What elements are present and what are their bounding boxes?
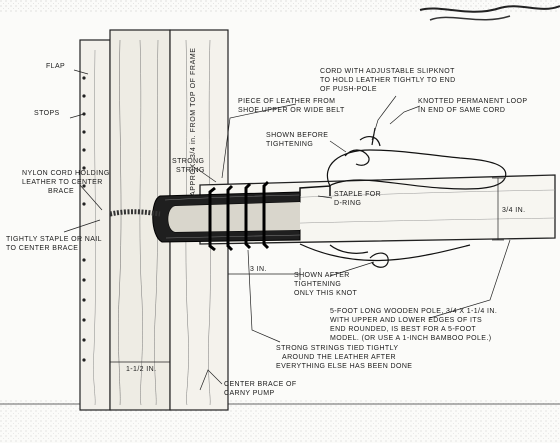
label-strong-string-1: STRONG [172,158,205,165]
cord-loop-lower [299,243,471,268]
stops-dots [82,76,86,362]
label-pole-note-4: MODEL. (OR USE A 1-INCH BAMBOO POLE.) [330,335,492,342]
label-pole-note-3: END ROUNDED, IS BEST FOR A 5-FOOT [330,326,477,333]
label-tightly-staple-2: TO CENTER BRACE [6,245,79,252]
top-texture [0,0,560,12]
frame-boards [79,29,229,411]
label-cord-slipknot-2: TO HOLD LEATHER TIGHTLY TO END [320,77,456,84]
label-knotted-loop-2: IN END OF SAME CORD [418,107,506,114]
leather-piece [152,191,301,243]
label-strong-string-2: STRING [176,167,205,174]
label-shown-before-2: TIGHTENING [266,141,314,148]
label-shown-after-1: SHOWN AFTER [294,272,350,279]
label-staple-1: STAPLE FOR [334,191,382,198]
label-shown-after-2: TIGHTENING [294,281,342,288]
leader-lines [63,69,511,391]
label-center-brace-2: CARNY PUMP [224,390,275,397]
label-flap: FLAP [46,63,66,70]
label-center-brace-1: CENTER BRACE OF [224,381,297,388]
label-cord-slipknot-1: CORD WITH ADJUSTABLE SLIPKNOT [320,68,455,75]
label-stops: STOPS [34,110,60,117]
label-strings-tied-2: AROUND THE LEATHER AFTER [282,354,396,361]
staple [299,185,331,196]
label-strings-tied-3: EVERYTHING ELSE HAS BEEN DONE [276,363,413,370]
label-leather-piece-1: PIECE OF LEATHER FROM [238,98,336,105]
label-nylon-cord-3: BRACE [48,188,75,195]
label-three-in: 3 in. [250,266,267,273]
label-one-and-half-in: 1-1/2 in. [126,366,157,373]
label-knotted-loop-1: KNOTTED PERMANENT LOOP [418,98,528,105]
label-shown-after-3: ONLY THIS KNOT [294,290,358,297]
label-approx-vertical: APPROX. 3/4 in. FROM TOP OF FRAME [190,47,197,196]
label-leather-piece-2: SHOE UPPER OR WIDE BELT [238,107,345,114]
label-pole-note-2: WITH UPPER AND LOWER EDGES OF ITS [330,317,483,324]
label-tightly-staple-1: TIGHTLY STAPLE OR NAIL [6,236,102,243]
dimension-lines [109,177,504,368]
label-nylon-cord-2: LEATHER TO CENTER [22,179,103,186]
label-shown-before-1: SHOWN BEFORE [266,132,329,139]
label-three-quarter-in: 3/4 in. [502,207,526,214]
label-nylon-cord-1: NYLON CORD HOLDING [22,170,110,177]
nylon-cord [109,209,161,217]
label-cord-slipknot-3: OF PUSH-POLE [320,86,377,93]
strong-strings [208,180,270,252]
label-staple-2: D-RING [334,200,362,207]
label-pole-note-1: 5-FOOT LONG WOODEN POLE, 3/4 x 1-1/4 in. [330,308,498,315]
label-strings-tied-1: STRONG STRINGS TIED TIGHTLY [276,345,399,352]
